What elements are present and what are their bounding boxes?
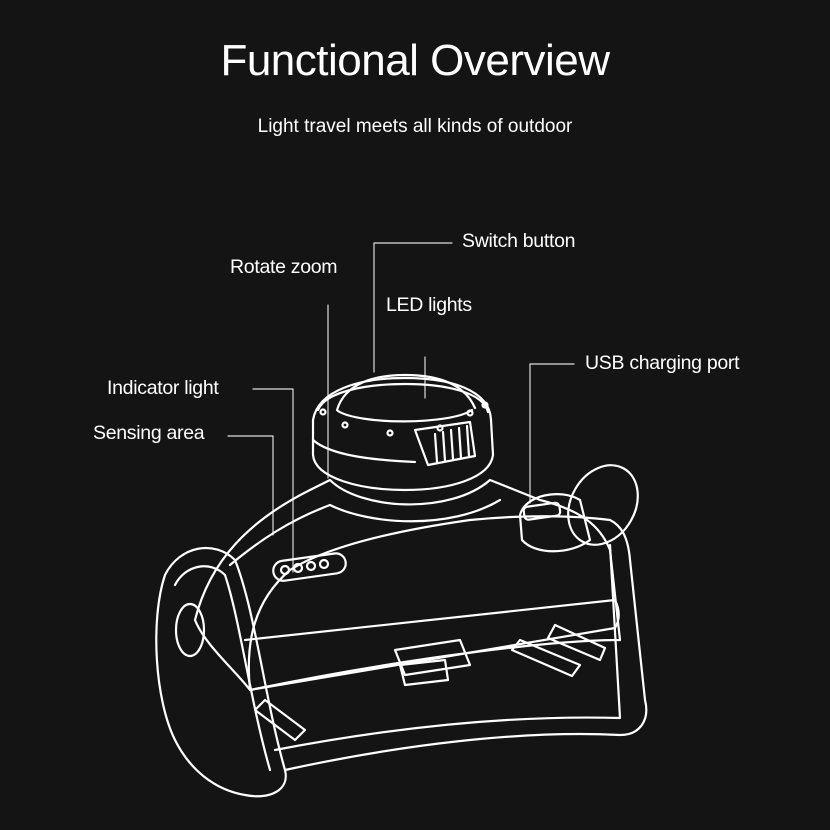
usb-port: [518, 493, 592, 553]
headband-bracket: [155, 518, 648, 798]
callout-rotate-zoom: Rotate zoom: [230, 256, 338, 278]
lamp-head: [311, 373, 495, 492]
callout-leaders: [227, 242, 575, 573]
usb-cover: [567, 464, 639, 546]
callout-switch-button: Switch button: [462, 230, 576, 252]
indicator-lights: [272, 552, 347, 582]
leader-sensing-area: [227, 435, 274, 536]
leader-usb-port: [529, 363, 575, 504]
sensor-disc: [174, 602, 206, 658]
callout-indicator-light: Indicator light: [107, 377, 219, 399]
callout-led-lights: LED lights: [386, 294, 472, 316]
page-title: Functional Overview: [220, 36, 610, 85]
leader-switch-button: [373, 242, 453, 373]
lamp-body: [193, 464, 639, 692]
callout-usb-charging-port: USB charging port: [585, 352, 740, 374]
page-subtitle: Light travel meets all kinds of outdoor: [257, 116, 573, 137]
callout-sensing-area: Sensing area: [93, 422, 205, 444]
leader-indicator-light: [252, 388, 294, 573]
switch-knurl: [413, 420, 477, 467]
